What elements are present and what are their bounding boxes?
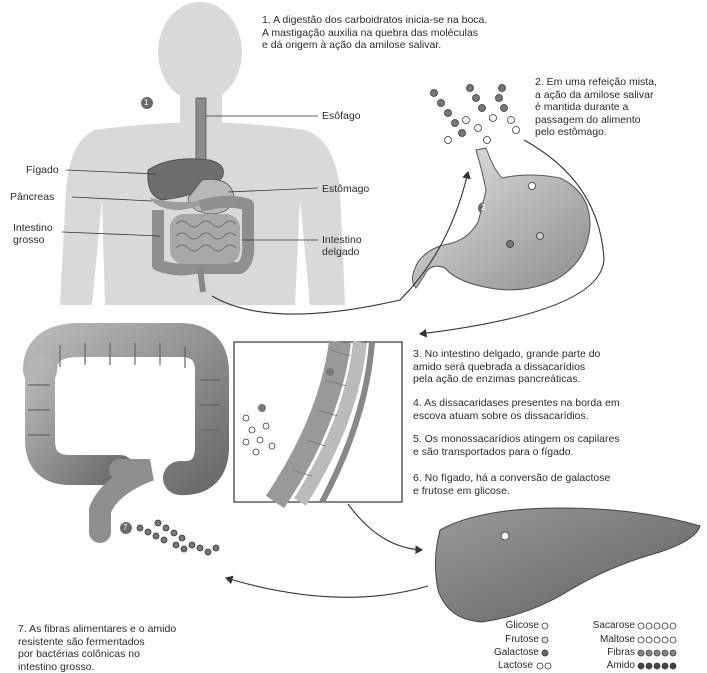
step-4-text: 4. As dissacaridases presentes na borda … xyxy=(413,397,620,422)
step-5-text: 5. Os monossacarídios atingem os capilar… xyxy=(413,433,620,458)
step-3-text: 3. No intestino delgado, grande parte do… xyxy=(413,348,600,386)
step-2-text: 2. Em uma refeição mista, a ação da amil… xyxy=(535,76,657,139)
label-esophagus: Esôfago xyxy=(322,110,361,122)
legend-frutose: Frutose xyxy=(505,634,539,645)
step-7-text: 7. As fibras alimentares e o amido resis… xyxy=(18,623,176,673)
molecule-chains-bottom xyxy=(137,520,219,555)
legend-glicose: Glicose xyxy=(506,620,539,631)
label-liver: Fígado xyxy=(26,164,59,176)
villi-detail xyxy=(234,342,402,502)
label-small-intestine: Intestino delgado xyxy=(322,234,362,258)
marker-1: 1 xyxy=(144,97,148,109)
legend-sacarose: Sacarose xyxy=(593,620,635,631)
label-large-intestine: Intestino grosso xyxy=(13,222,53,246)
label-pancreas: Pâncreas xyxy=(10,191,54,203)
molecule-chains-top xyxy=(431,85,520,144)
step-6-text: 6. No fígado, há a conversão de galactos… xyxy=(413,472,610,497)
legend-amido: Amido xyxy=(607,660,635,671)
legend-galactose: Galactose xyxy=(494,647,539,658)
legend-lactose: Lactose xyxy=(498,660,533,671)
legend-maltose: Maltose xyxy=(600,634,635,645)
marker-7: 7 xyxy=(123,522,127,534)
step-1-text: 1. A digestão dos carboidratos inicia-se… xyxy=(262,14,487,52)
label-stomach: Estômago xyxy=(322,183,369,195)
liver-large xyxy=(435,508,700,622)
legend-fibras: Fibras xyxy=(607,647,635,658)
marker-2: 2 xyxy=(481,202,485,214)
colon-large xyxy=(28,340,220,532)
